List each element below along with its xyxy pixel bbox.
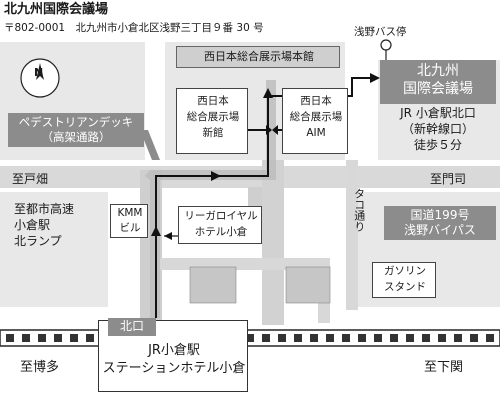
rail-tie xyxy=(342,334,350,342)
to-mojiko: 至門司 xyxy=(430,172,467,186)
kmm-line1: KMM xyxy=(117,207,143,219)
building-shinkan: 西日本 総合展示場 新館 xyxy=(176,88,248,154)
building-block xyxy=(285,266,331,304)
expressway-line1: 至都市高速 xyxy=(14,202,75,216)
venue-building: 北九州 国際会議場 xyxy=(380,60,496,104)
route199-line2: 浅野バイパス xyxy=(404,223,476,237)
gas-line1: ガソリン xyxy=(384,265,426,277)
to-hakata: 至博多 xyxy=(20,360,60,375)
route199-label: 国道199号 浅野バイパス xyxy=(384,206,496,240)
kmm-line2: ビル xyxy=(119,222,141,234)
venue-label-line1: 北九州 xyxy=(417,63,459,79)
aim-line1: 西日本 xyxy=(300,95,332,107)
deck-label-line2: （高架通路） xyxy=(41,130,111,144)
city-block xyxy=(0,192,108,307)
pedestrian-deck-label: ペデストリアンデッキ （高架通路） xyxy=(8,113,144,147)
shinkan-line2: 総合展示場 xyxy=(186,111,240,123)
north-exit-line3: 徒歩５分 xyxy=(413,138,462,152)
rail-tie xyxy=(454,334,462,342)
kitaguchi-badge: 北口 xyxy=(108,318,156,336)
gas-station: ガソリン スタンド xyxy=(372,262,436,298)
to-tobata: 至戸畑 xyxy=(12,172,49,186)
station-line2: ステーションホテル小倉 xyxy=(102,361,246,376)
kitaguchi-label: 北口 xyxy=(119,319,144,333)
building-block xyxy=(189,266,237,304)
gas-line2: スタンド xyxy=(384,281,426,293)
rail-tie xyxy=(406,334,414,342)
bus-stop-label: 浅野バス停 xyxy=(354,26,407,38)
connector-arrow xyxy=(266,125,272,135)
rail-tie xyxy=(358,334,366,342)
rail-tie xyxy=(262,334,270,342)
rail-tie xyxy=(38,334,46,342)
building-honkan: 西日本総合展示場本館 xyxy=(176,46,340,68)
rail-tie xyxy=(22,334,30,342)
honkan-label: 西日本総合展示場本館 xyxy=(204,50,314,63)
route-arrow xyxy=(263,88,273,98)
rihga-line2: ホテル小倉 xyxy=(194,226,248,238)
rail-tie xyxy=(326,334,334,342)
page-title: 北九州国際会議場 xyxy=(4,2,109,17)
rail-tie xyxy=(374,334,382,342)
north-exit-line2: （新幹線口） xyxy=(401,122,474,136)
shinkan-line1: 西日本 xyxy=(197,95,229,107)
station-line1: JR小倉駅 xyxy=(148,343,200,358)
route-arrow xyxy=(370,73,380,83)
deck-walkway xyxy=(145,80,276,318)
rail-tie xyxy=(486,334,494,342)
to-shimonoseki: 至下関 xyxy=(424,360,464,375)
rail-tie xyxy=(70,334,78,342)
north-exit-line1: JR 小倉駅北口 xyxy=(400,106,476,120)
rail-tie xyxy=(6,334,14,342)
route-arrow xyxy=(211,171,221,181)
building-aim: 西日本 総合展示場 AIM xyxy=(282,88,348,154)
road xyxy=(262,160,284,325)
rail-tie xyxy=(422,334,430,342)
rail-tie xyxy=(86,334,94,342)
expressway-line2: 小倉駅 xyxy=(14,218,51,232)
building-rihga: リーガロイヤル ホテル小倉 xyxy=(178,206,262,244)
expressway-line3: 北ランプ xyxy=(14,234,62,248)
route-arrow xyxy=(151,226,161,236)
rail-tie xyxy=(294,334,302,342)
rail-tie xyxy=(390,334,398,342)
compass-circle xyxy=(20,58,60,98)
tako-street: タコ通り xyxy=(352,188,366,232)
compass-needle-icon xyxy=(36,63,44,80)
address: 〒802-0001 北九州市小倉北区浅野三丁目９番 30 号 xyxy=(4,22,264,34)
building-kmm: KMM ビル xyxy=(110,204,148,238)
venue-label-line2: 国際会議場 xyxy=(403,81,473,97)
rihga-line1: リーガロイヤル xyxy=(184,210,258,222)
label-pointer xyxy=(140,130,160,160)
rail-tie xyxy=(246,334,254,342)
rail-tie xyxy=(310,334,318,342)
rail-tie xyxy=(438,334,446,342)
road xyxy=(346,160,358,310)
rail-tie xyxy=(54,334,62,342)
rail-tie xyxy=(470,334,478,342)
connector-arrow xyxy=(272,125,278,135)
aim-line2: 総合展示場 xyxy=(289,111,343,123)
shinkan-line3: 新館 xyxy=(202,127,224,139)
bus-stop-icon xyxy=(380,39,392,51)
route199-line1: 国道199号 xyxy=(410,208,470,222)
rail-tie xyxy=(278,334,286,342)
compass-label: N xyxy=(34,66,44,79)
aim-line3: AIM xyxy=(306,127,326,139)
deck-label-line1: ペデストリアンデッキ xyxy=(18,115,134,129)
